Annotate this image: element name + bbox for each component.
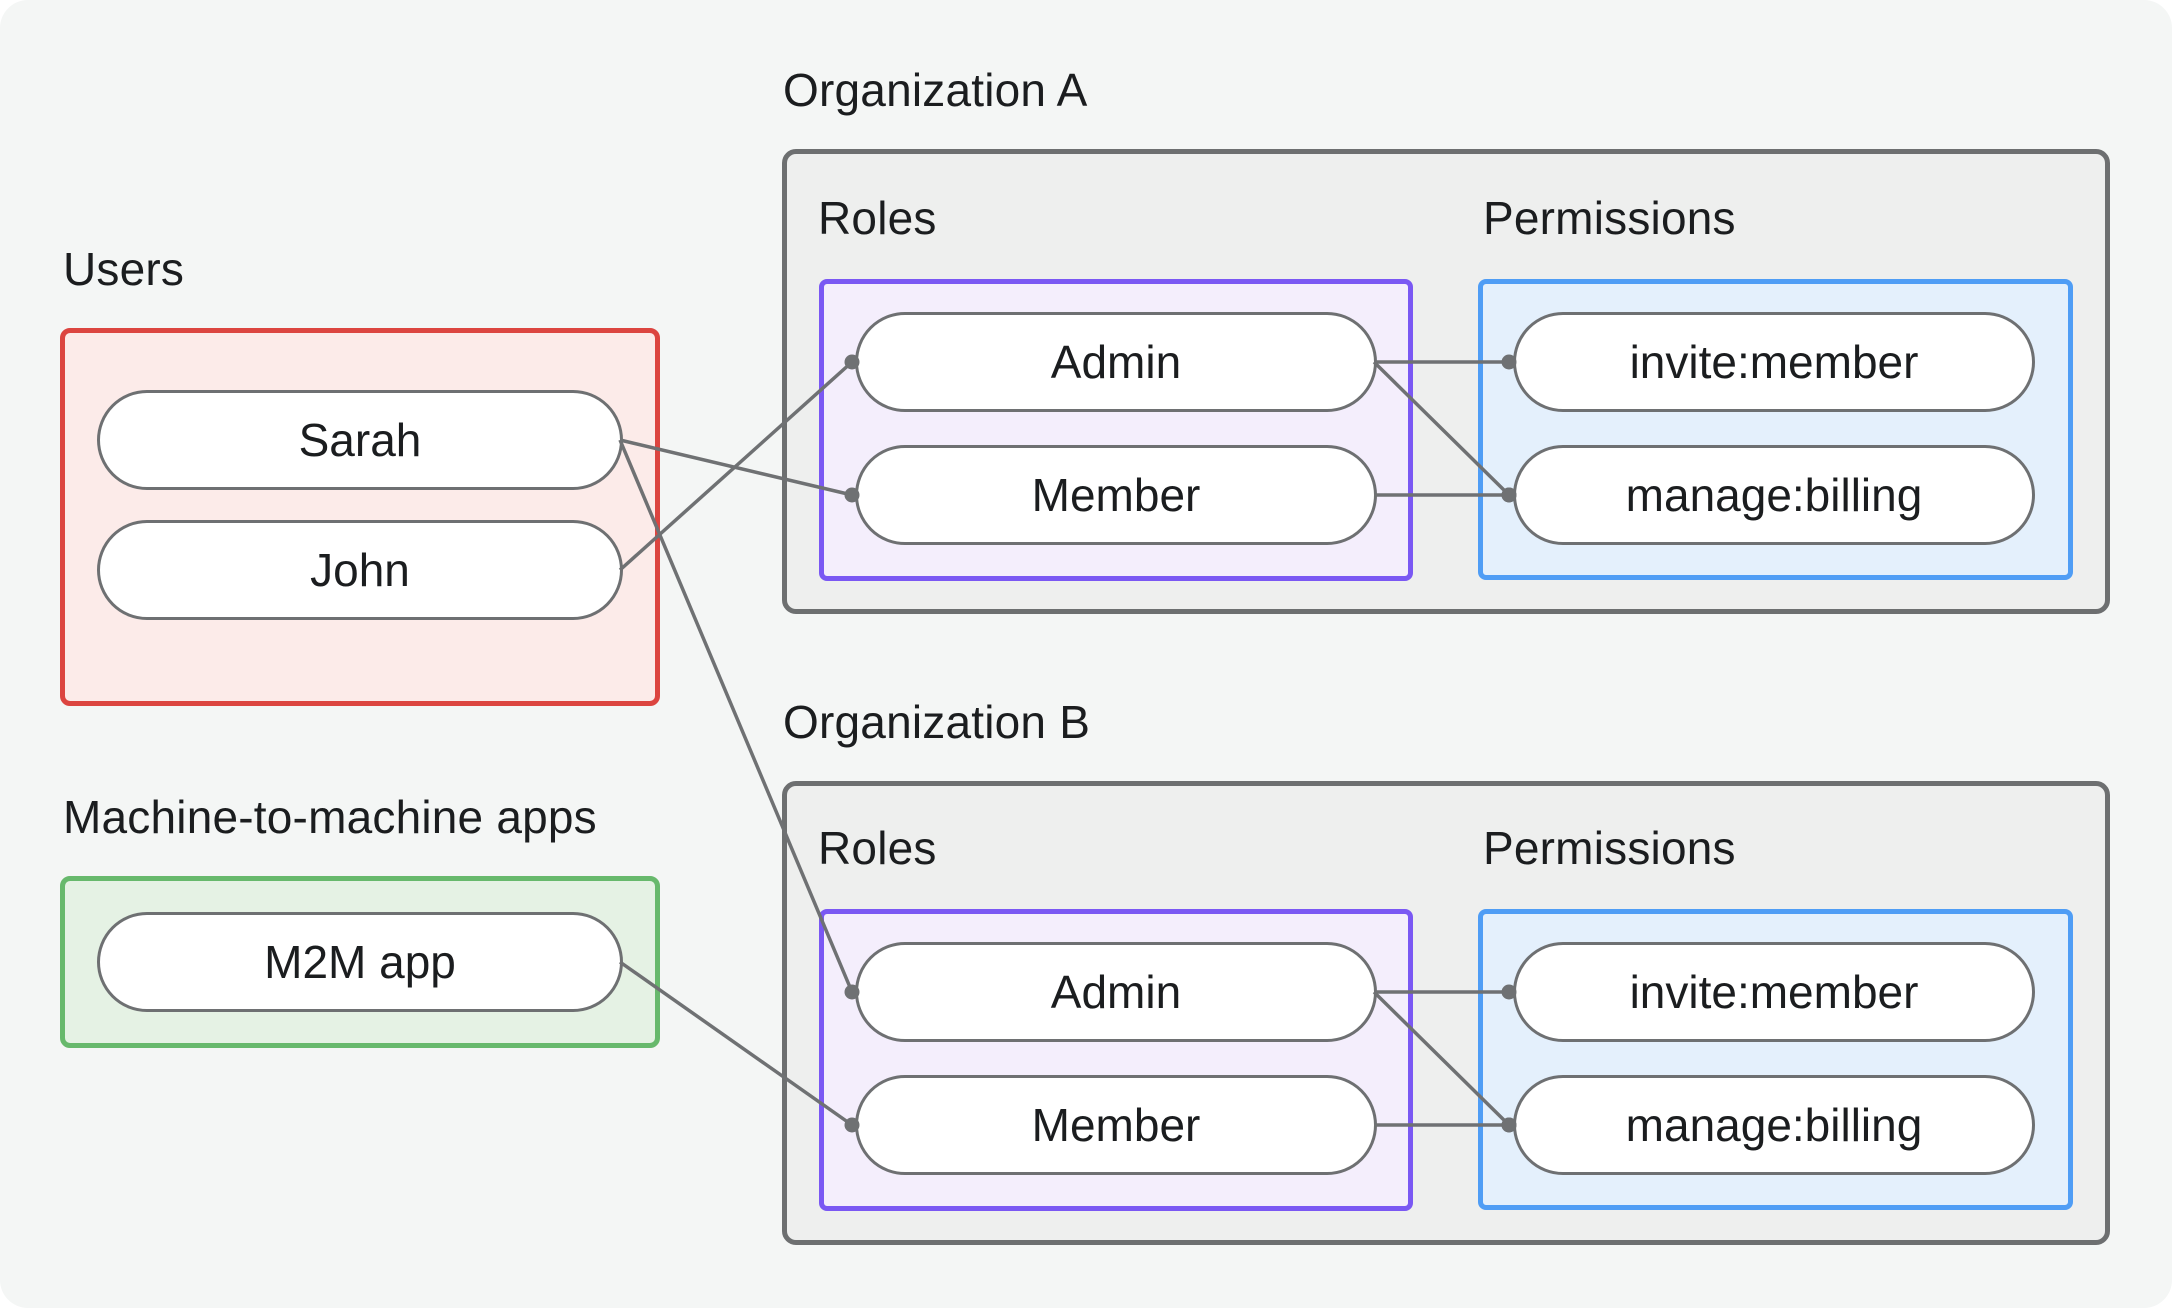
org-a-perm-pill-invite-member: invite:member — [1513, 312, 2035, 412]
org-a-permissions-label: Permissions — [1483, 192, 1736, 244]
m2m-section-title: Machine-to-machine apps — [63, 791, 597, 843]
org-a-role-pill-member: Member — [855, 445, 1377, 545]
org-a-roles-label: Roles — [818, 192, 937, 244]
org-b-role-pill-member: Member — [855, 1075, 1377, 1175]
users-group-box — [60, 328, 660, 706]
org-a-perm-pill-manage-billing: manage:billing — [1513, 445, 2035, 545]
m2m-app-pill: M2M app — [97, 912, 623, 1012]
user-pill-john: John — [97, 520, 623, 620]
org-b-permissions-label: Permissions — [1483, 822, 1736, 874]
org-b-roles-label: Roles — [818, 822, 937, 874]
org-b-role-pill-admin: Admin — [855, 942, 1377, 1042]
org-a-role-pill-admin: Admin — [855, 312, 1377, 412]
users-section-title: Users — [63, 243, 185, 295]
user-pill-sarah: Sarah — [97, 390, 623, 490]
org-b-title: Organization B — [783, 696, 1091, 748]
org-b-perm-pill-manage-billing: manage:billing — [1513, 1075, 2035, 1175]
org-b-perm-pill-invite-member: invite:member — [1513, 942, 2035, 1042]
org-a-title: Organization A — [783, 64, 1088, 116]
